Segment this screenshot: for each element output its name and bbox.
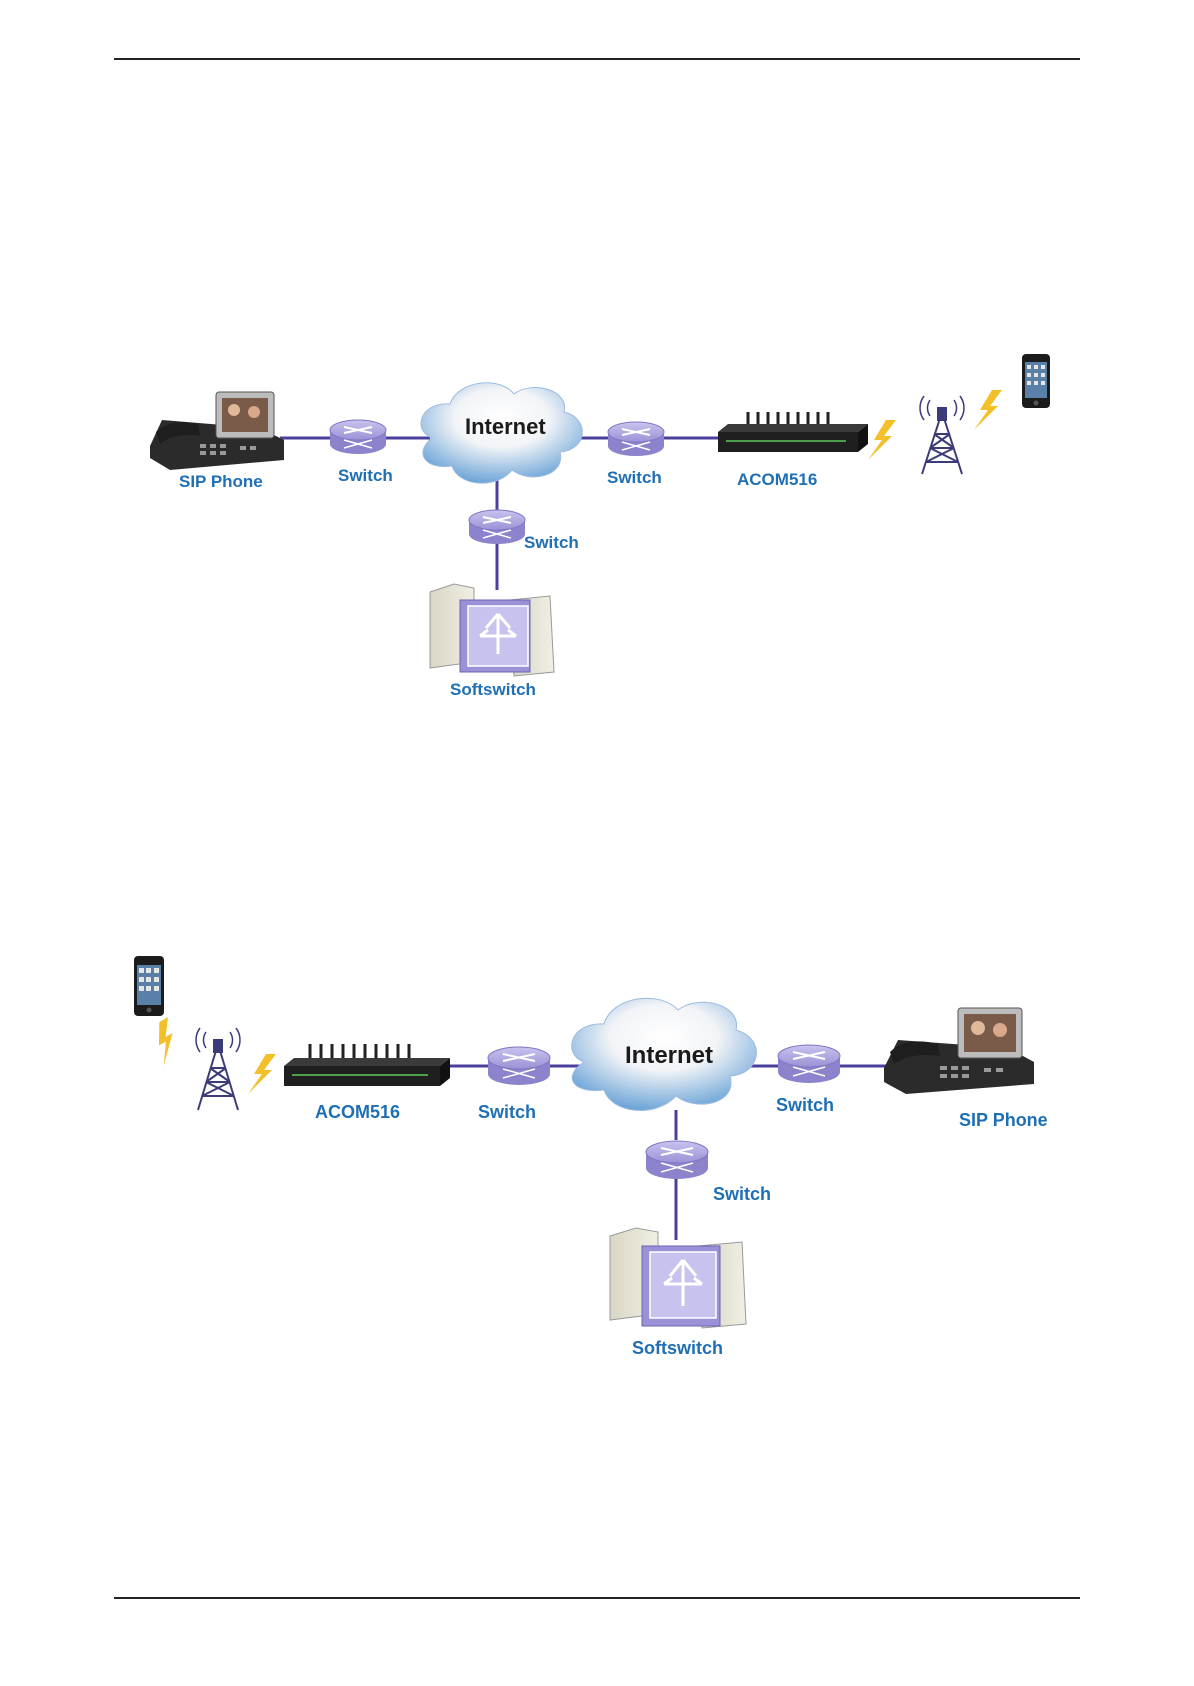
router-icon xyxy=(330,420,386,454)
lightning-icon xyxy=(248,1054,276,1094)
gateway-label: ACOM516 xyxy=(737,470,817,490)
network-diagram-2: ACOM516 Switch Internet Switch SIP Phone… xyxy=(0,950,1194,1370)
footer-rule xyxy=(114,1597,1080,1599)
gateway-icon xyxy=(284,1044,450,1086)
router-icon xyxy=(488,1047,550,1085)
router-icon xyxy=(646,1141,708,1179)
softswitch-server-icon xyxy=(610,1228,746,1328)
sip-phone-icon xyxy=(884,1008,1034,1094)
diagram-2-graphics xyxy=(0,950,1194,1370)
lightning-icon xyxy=(868,420,896,460)
header-rule xyxy=(114,58,1080,60)
mobile-phone-icon xyxy=(134,956,164,1016)
gateway-label: ACOM516 xyxy=(315,1102,400,1123)
mobile-phone-icon xyxy=(1022,354,1050,408)
router-icon xyxy=(778,1045,840,1083)
tower-icon xyxy=(920,396,964,474)
lightning-icon xyxy=(974,390,1002,430)
network-diagram-1: SIP Phone Switch Internet Switch ACOM516… xyxy=(0,340,1194,710)
sip-phone-icon xyxy=(150,392,284,470)
diagram-1-graphics xyxy=(0,340,1194,710)
tower-icon xyxy=(196,1028,240,1110)
router-icon xyxy=(608,422,664,456)
sip-phone-label: SIP Phone xyxy=(959,1110,1048,1131)
internet-label: Internet xyxy=(625,1042,713,1070)
sip-phone-label: SIP Phone xyxy=(179,472,263,492)
router-icon xyxy=(469,510,525,544)
switch-label: Switch xyxy=(524,533,579,553)
switch-label: Switch xyxy=(713,1184,771,1205)
switch-label: Switch xyxy=(478,1102,536,1123)
internet-label: Internet xyxy=(465,414,546,440)
softswitch-server-icon xyxy=(430,584,554,676)
softswitch-label: Softswitch xyxy=(632,1338,723,1359)
lightning-icon xyxy=(144,1017,188,1066)
softswitch-label: Softswitch xyxy=(450,680,536,700)
switch-label: Switch xyxy=(776,1095,834,1116)
switch-label: Switch xyxy=(338,466,393,486)
gateway-icon xyxy=(718,412,868,452)
switch-label: Switch xyxy=(607,468,662,488)
